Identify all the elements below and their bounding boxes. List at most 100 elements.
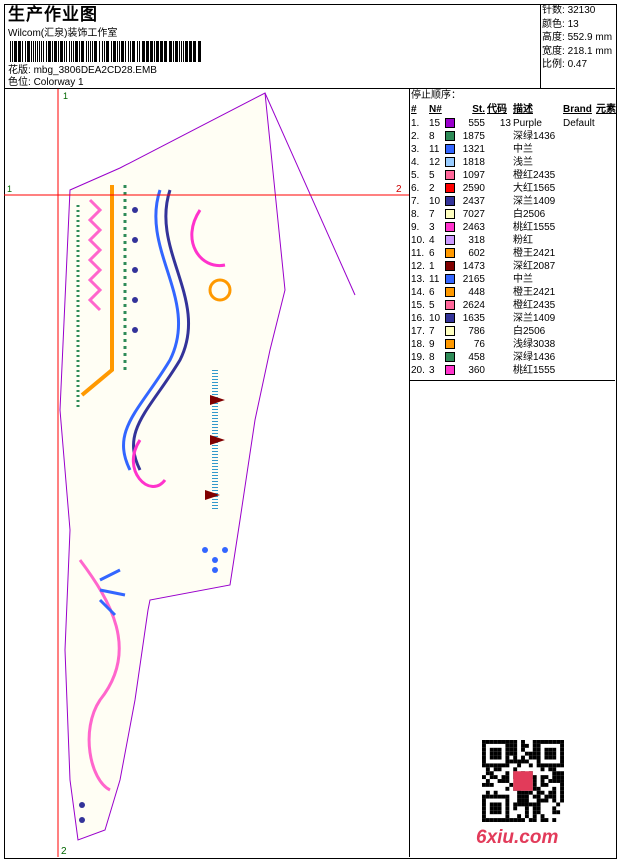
cell-description: 深绿1436 (513, 131, 556, 142)
cell-brand: Default (563, 118, 595, 129)
cell-stitches: 1473 (462, 261, 485, 272)
qr-module (493, 755, 498, 760)
color-swatch (445, 235, 455, 246)
cell-element (595, 169, 615, 182)
cell-brand (562, 286, 595, 299)
qr-module (548, 794, 553, 799)
watermark: 6xiu.com (476, 827, 559, 848)
qr-module (501, 818, 506, 822)
qr-module (552, 740, 557, 744)
cell-element (595, 156, 615, 169)
col-swatch (444, 103, 458, 117)
marker-h-end: 2 (396, 184, 402, 195)
qr-module (540, 767, 545, 772)
barcode-bar (183, 41, 184, 62)
cell-code (486, 247, 512, 260)
qr-module (560, 759, 564, 764)
cell-brand (562, 195, 595, 208)
qr-module (497, 755, 502, 760)
cell-description: 中兰 (513, 144, 533, 155)
qr-module (524, 759, 529, 764)
qr-module (552, 747, 557, 752)
qr-module (505, 779, 510, 783)
file-name-row: 花版: mbg_3806DEA2CD28.EMB (8, 65, 157, 77)
barcode-bar (46, 41, 47, 62)
design-info: 针数: 32130 颜色: 13 高度: 552.9 mm 宽度: 218.1 … (540, 4, 616, 88)
qr-module (524, 751, 529, 756)
col-element: 元素 (596, 104, 616, 115)
marker-v-start: 1 (63, 91, 68, 101)
qr-module (540, 763, 545, 768)
cell-index: 17. (411, 326, 425, 337)
qr-module (509, 818, 514, 822)
cell-index: 5. (411, 170, 420, 181)
cell-swatch (444, 286, 458, 299)
qr-module (521, 794, 525, 799)
qr-module (493, 747, 498, 752)
info-height: 高度: 552.9 mm (542, 32, 613, 43)
cell-description: 中兰 (513, 274, 533, 285)
barcode-bar (130, 41, 131, 62)
barcode-bar (60, 41, 63, 62)
qr-module (501, 794, 506, 799)
qr-module (513, 818, 518, 822)
qr-module (544, 782, 549, 787)
cell-swatch (444, 208, 458, 221)
cell-brand (562, 156, 595, 169)
qr-module (528, 755, 533, 760)
barcode-bar (185, 41, 188, 62)
qr-module (501, 763, 506, 768)
cell-element (595, 286, 615, 299)
cell-stitches: 1635 (462, 313, 485, 324)
barcode-bar (35, 41, 36, 62)
barcode-bar (58, 41, 59, 62)
cell-code (486, 143, 512, 156)
barcode-bar (54, 41, 57, 62)
barcode-bar (37, 41, 38, 62)
qr-module (505, 798, 510, 803)
qr-module (552, 806, 557, 811)
cell-description: 浅兰 (513, 157, 533, 168)
qr-module (524, 743, 529, 748)
cell-index: 12. (411, 261, 425, 272)
cell-stitches: 2624 (462, 300, 485, 311)
company-name: Wilcom(汇泉)装饰工作室 (8, 28, 118, 39)
barcode-bar (175, 41, 178, 62)
col-description: 描述 (513, 104, 533, 115)
cell-index: 11. (411, 248, 425, 259)
color-swatch (445, 183, 455, 194)
qr-module (505, 810, 510, 815)
barcode-bar (137, 41, 138, 62)
qr-module (493, 802, 498, 807)
qr-module (536, 743, 541, 748)
cell-element (595, 117, 615, 130)
qr-module (524, 790, 529, 795)
cell-description: 桃红1555 (513, 222, 556, 233)
cell-element (595, 221, 615, 234)
qr-module (540, 779, 545, 783)
qr-module (560, 771, 564, 776)
color-swatch (445, 300, 455, 311)
barcode-bar (10, 41, 11, 62)
qr-module (560, 763, 564, 768)
cell-stitches: 2590 (462, 183, 485, 194)
qr-module (532, 755, 537, 760)
qr-module (497, 806, 502, 811)
qr-module (532, 779, 537, 783)
cell-needle: 8 (429, 352, 435, 363)
qr-module (489, 818, 494, 822)
qr-module (544, 751, 549, 756)
cell-needle: 8 (429, 131, 435, 142)
col-code: 代码 (487, 104, 507, 115)
barcode-bar (92, 41, 93, 62)
qr-module (521, 802, 525, 807)
barcode-bar (43, 41, 44, 62)
qr-module (540, 775, 545, 780)
stop-sequence-title: 停止顺序： (411, 90, 461, 101)
qr-module (493, 806, 498, 811)
cell-index: 1. (411, 118, 420, 129)
